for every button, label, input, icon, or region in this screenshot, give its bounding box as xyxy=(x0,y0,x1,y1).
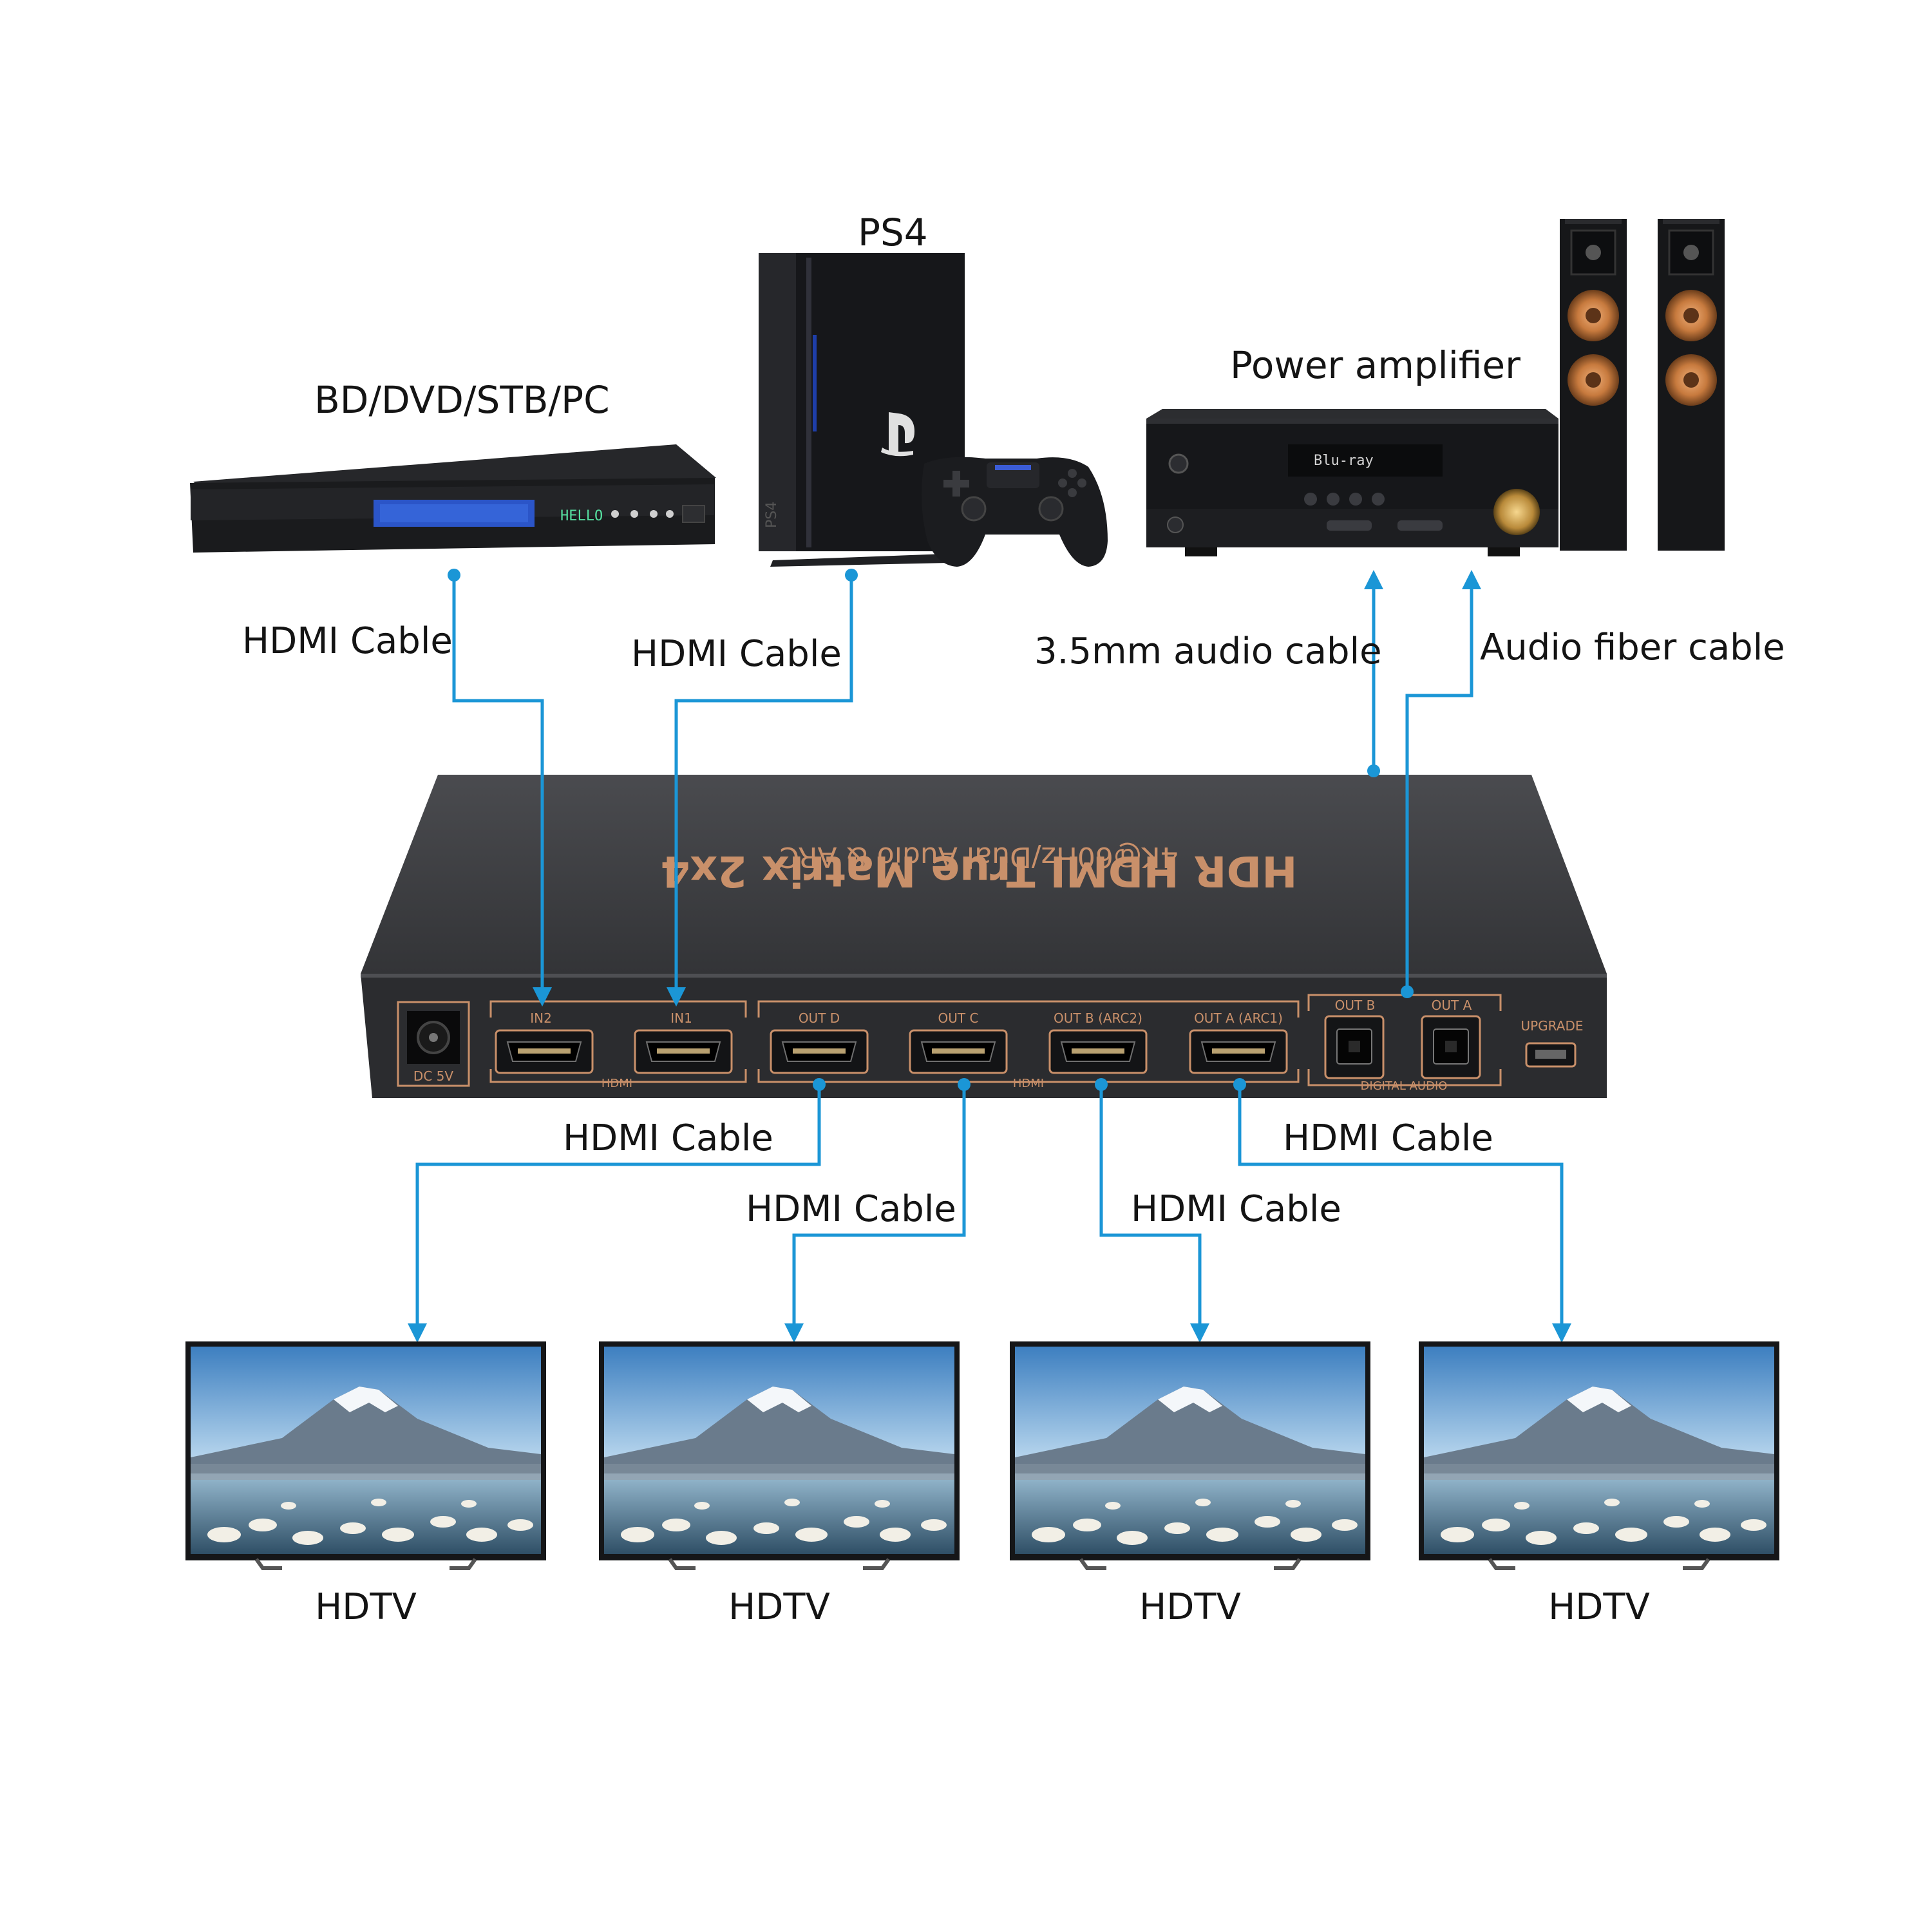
hdmi-port-in2 xyxy=(495,1029,594,1074)
ps4-side-text: PS4 xyxy=(764,502,780,528)
hdmi-port-out-b xyxy=(1048,1029,1148,1074)
hdmi-port-in1 xyxy=(634,1029,733,1074)
cable-out-b xyxy=(1099,1087,1209,1343)
cable-out-a xyxy=(1238,1087,1571,1343)
speaker-right xyxy=(1658,219,1725,551)
port-opt-a-label: OUT A xyxy=(1432,998,1472,1013)
hdmi-matrix-switch: HDR HDMI True Matrix 2x4 4K@60Hz/Dual Au… xyxy=(361,775,1607,1098)
label-cable-out-d: HDMI Cable xyxy=(563,1117,773,1159)
bd-buttons-icon xyxy=(611,510,674,518)
hdtv-3 xyxy=(1010,1341,1370,1568)
port-opt-b-label: OUT B xyxy=(1335,998,1376,1013)
label-ps4: PS4 xyxy=(858,211,928,254)
optical-port-out-b xyxy=(1324,1015,1385,1079)
port-hdmi-in-label: HDMI xyxy=(601,1077,632,1090)
label-hdtv-4: HDTV xyxy=(1548,1586,1650,1628)
upgrade-label: UPGRADE xyxy=(1520,1018,1583,1034)
port-in1-label: IN1 xyxy=(670,1010,692,1026)
digital-audio-label: DIGITAL AUDIO xyxy=(1361,1079,1448,1093)
cable-bd-to-in2 xyxy=(452,578,552,1007)
label-hdtv-1: HDTV xyxy=(315,1586,417,1628)
hdtv-4 xyxy=(1419,1341,1779,1568)
optical-port-out-a xyxy=(1421,1015,1481,1079)
cable-lines xyxy=(408,570,1571,1343)
label-cable-out-a: HDMI Cable xyxy=(1283,1117,1493,1159)
port-out-a-label: OUT A (ARC1) xyxy=(1194,1010,1283,1026)
label-cable-in1: HDMI Cable xyxy=(631,633,842,675)
speaker-left xyxy=(1560,219,1627,551)
hdtv-2 xyxy=(599,1341,960,1568)
matrix-subtitle: 4K@60Hz/Dual Audio & ARC xyxy=(779,840,1178,873)
cable-ps4-to-in1 xyxy=(667,578,853,1007)
port-out-d-label: OUT D xyxy=(799,1010,840,1026)
cable-endpoints xyxy=(448,569,1414,1091)
cable-audio-fiber xyxy=(1405,570,1481,995)
label-hdtv-2: HDTV xyxy=(728,1586,830,1628)
label-cable-35mm: 3.5mm audio cable xyxy=(1034,630,1382,672)
volume-knob-icon xyxy=(1493,489,1540,535)
hdmi-port-out-d xyxy=(770,1029,869,1074)
port-in2-label: IN2 xyxy=(530,1010,552,1026)
gamepad-icon xyxy=(922,457,1108,567)
label-hdtv-3: HDTV xyxy=(1139,1586,1241,1628)
cable-out-c xyxy=(784,1087,966,1343)
hdmi-port-out-c xyxy=(909,1029,1008,1074)
matrix-title: HDR HDMI True Matrix 2x4 xyxy=(660,846,1297,896)
hdmi-port-out-a xyxy=(1189,1029,1288,1074)
label-cable-fiber: Audio fiber cable xyxy=(1480,627,1785,668)
cable-out-d xyxy=(408,1087,821,1343)
port-dc-label: DC 5V xyxy=(413,1068,453,1084)
power-amplifier: Blu-ray xyxy=(1146,409,1558,556)
label-cable-out-c: HDMI Cable xyxy=(746,1188,956,1230)
label-cable-out-b: HDMI Cable xyxy=(1131,1188,1341,1230)
amp-display-text: Blu-ray xyxy=(1314,453,1374,469)
label-bd-device: BD/DVD/STB/PC xyxy=(314,378,610,422)
playstation-logo-icon xyxy=(881,412,914,457)
port-hdmi-out-label: HDMI xyxy=(1013,1077,1044,1090)
port-out-c-label: OUT C xyxy=(938,1010,979,1026)
label-power-amplifier: Power amplifier xyxy=(1230,343,1520,387)
label-cable-in2: HDMI Cable xyxy=(242,620,453,662)
bd-screen-text: HELLO xyxy=(560,508,603,524)
port-out-b-label: OUT B (ARC2) xyxy=(1054,1010,1142,1026)
bd-player: HELLO xyxy=(190,444,716,553)
hdtv-1 xyxy=(185,1341,546,1568)
